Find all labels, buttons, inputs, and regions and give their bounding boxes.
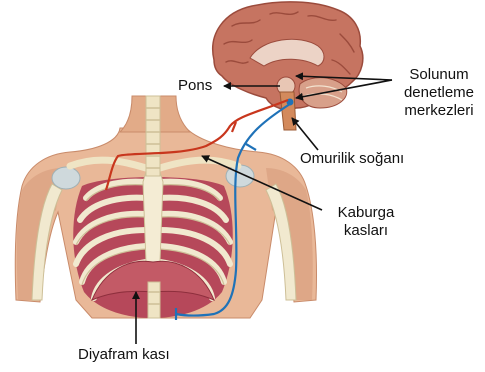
kaburga-label-line1: Kaburga xyxy=(326,204,406,222)
torso-illustration xyxy=(15,96,316,318)
diyafram-label: Diyafram kası xyxy=(78,346,170,364)
pons-label: Pons xyxy=(178,77,212,95)
kaburga-label-line2: kasları xyxy=(326,222,406,240)
omurilik-label: Omurilik soğanı xyxy=(300,150,404,168)
solunum-label-line3: merkezleri xyxy=(394,102,484,120)
solunum-label-line1: Solunum xyxy=(394,66,484,84)
omurilik-arrow xyxy=(292,118,318,150)
brainstem xyxy=(280,92,296,130)
solunum-label-line2: denetleme xyxy=(394,84,484,102)
phrenic-nerve-marker xyxy=(246,144,256,150)
kaburga-label: Kaburga kasları xyxy=(326,204,406,240)
left-shoulder-joint xyxy=(52,167,80,189)
solunum-label: Solunum denetleme merkezleri xyxy=(394,66,484,120)
brain-illustration xyxy=(213,2,363,130)
